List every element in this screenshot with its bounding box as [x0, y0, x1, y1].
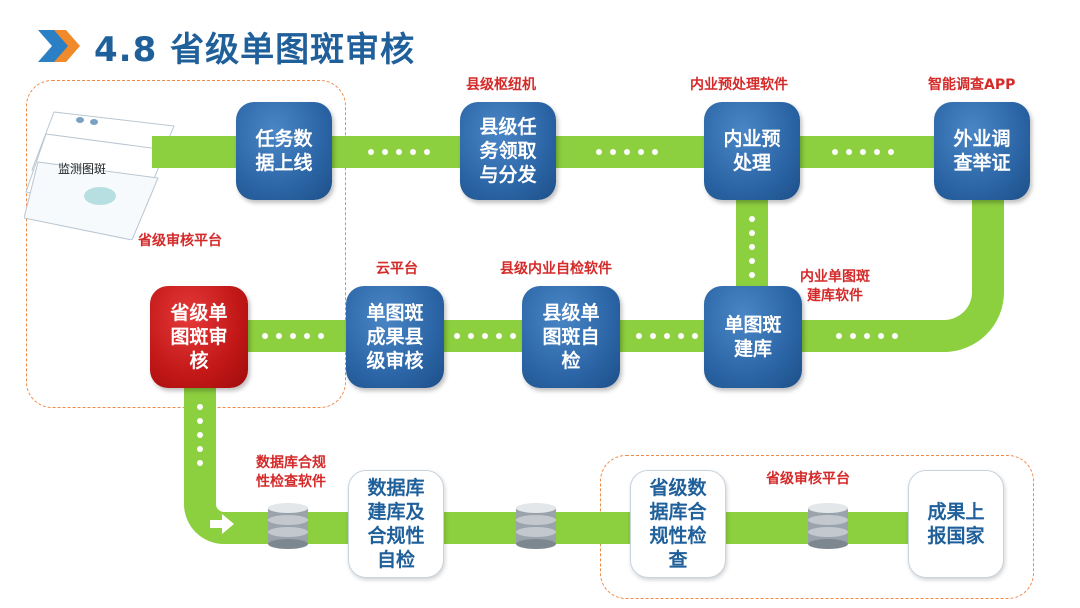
label-county-selfcheck-software: 县级内业自检软件 [500, 261, 612, 277]
dots-5 [836, 333, 898, 339]
node-county-review[interactable]: 单图斑 成果县 级审核 [346, 286, 444, 388]
layer-label: 监测图斑 [58, 162, 107, 176]
dots-9 [197, 404, 203, 466]
dots-4 [749, 216, 755, 278]
node-county-task-distribution[interactable]: 县级任 务领取 与分发 [460, 102, 556, 200]
label-provincial-platform-top: 省级审核平台 [138, 233, 222, 249]
dots-7 [454, 333, 516, 339]
label-single-patch-software: 内业单图斑 建库软件 [800, 269, 870, 304]
database-icon [516, 503, 556, 549]
node-single-patch-build[interactable]: 单图斑 建库 [704, 286, 802, 388]
arrow-right-icon [210, 514, 234, 534]
node-provincial-review[interactable]: 省级单 图斑审 核 [150, 286, 248, 388]
label-db-check-software: 数据库合规 性检查软件 [256, 455, 326, 490]
database-icon [808, 503, 848, 549]
label-provincial-platform-bottom: 省级审核平台 [766, 471, 850, 487]
node-provincial-db-check[interactable]: 省级数 据库合 规性检 查 [630, 470, 726, 578]
label-cloud-platform: 云平台 [376, 261, 418, 277]
node-task-data-online[interactable]: 任务数 据上线 [236, 102, 332, 200]
dots-2 [596, 149, 658, 155]
label-survey-app: 智能调查APP [928, 77, 1016, 93]
map-layers-icon [24, 111, 175, 240]
label-county-hub: 县级枢纽机 [466, 77, 536, 93]
node-db-build-selfcheck[interactable]: 数据库 建库及 合规性 自检 [348, 470, 444, 578]
dots-3 [832, 149, 894, 155]
label-preprocess-software: 内业预处理软件 [690, 77, 788, 93]
node-report-national[interactable]: 成果上 报国家 [908, 470, 1004, 578]
node-county-selfcheck[interactable]: 县级单 图斑自 检 [522, 286, 620, 388]
page-title: 4.8 省级单图斑审核 [94, 30, 416, 70]
dots-8 [262, 333, 324, 339]
node-preprocess[interactable]: 内业预 处理 [704, 102, 800, 200]
chevron-right-icon [38, 30, 80, 62]
dots-6 [636, 333, 698, 339]
dots-1 [368, 149, 430, 155]
node-field-survey[interactable]: 外业调 查举证 [934, 102, 1030, 200]
database-icon [268, 503, 308, 549]
